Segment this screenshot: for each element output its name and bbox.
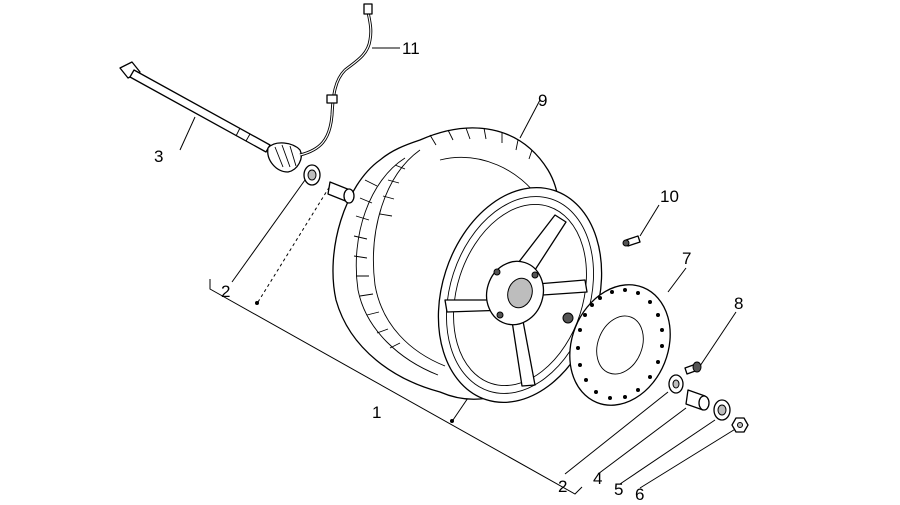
right-hub-hardware — [668, 374, 749, 433]
brake-disc — [569, 284, 671, 406]
label-6: 6 — [635, 485, 644, 504]
label-5: 5 — [614, 480, 623, 499]
label-2-upper: 2 — [221, 282, 230, 301]
label-3: 3 — [154, 147, 163, 166]
leader-lines — [179, 47, 738, 489]
disc-bolt — [684, 361, 702, 375]
tyre-valve — [622, 235, 641, 247]
label-7: 7 — [682, 249, 691, 268]
label-1: 1 — [372, 403, 381, 422]
label-11: 11 — [402, 39, 420, 58]
speedo-drive-and-cable — [267, 3, 373, 173]
wheel-rim — [437, 186, 603, 404]
callout-labels: 1 2 2 3 4 5 6 7 8 9 10 11 — [154, 39, 743, 504]
label-4: 4 — [593, 469, 602, 488]
label-10: 10 — [660, 187, 679, 206]
left-bearing-and-spacer — [303, 164, 355, 204]
axle — [119, 61, 271, 153]
label-9: 9 — [538, 91, 547, 110]
label-2-lower: 2 — [558, 477, 567, 496]
label-8: 8 — [734, 294, 743, 313]
